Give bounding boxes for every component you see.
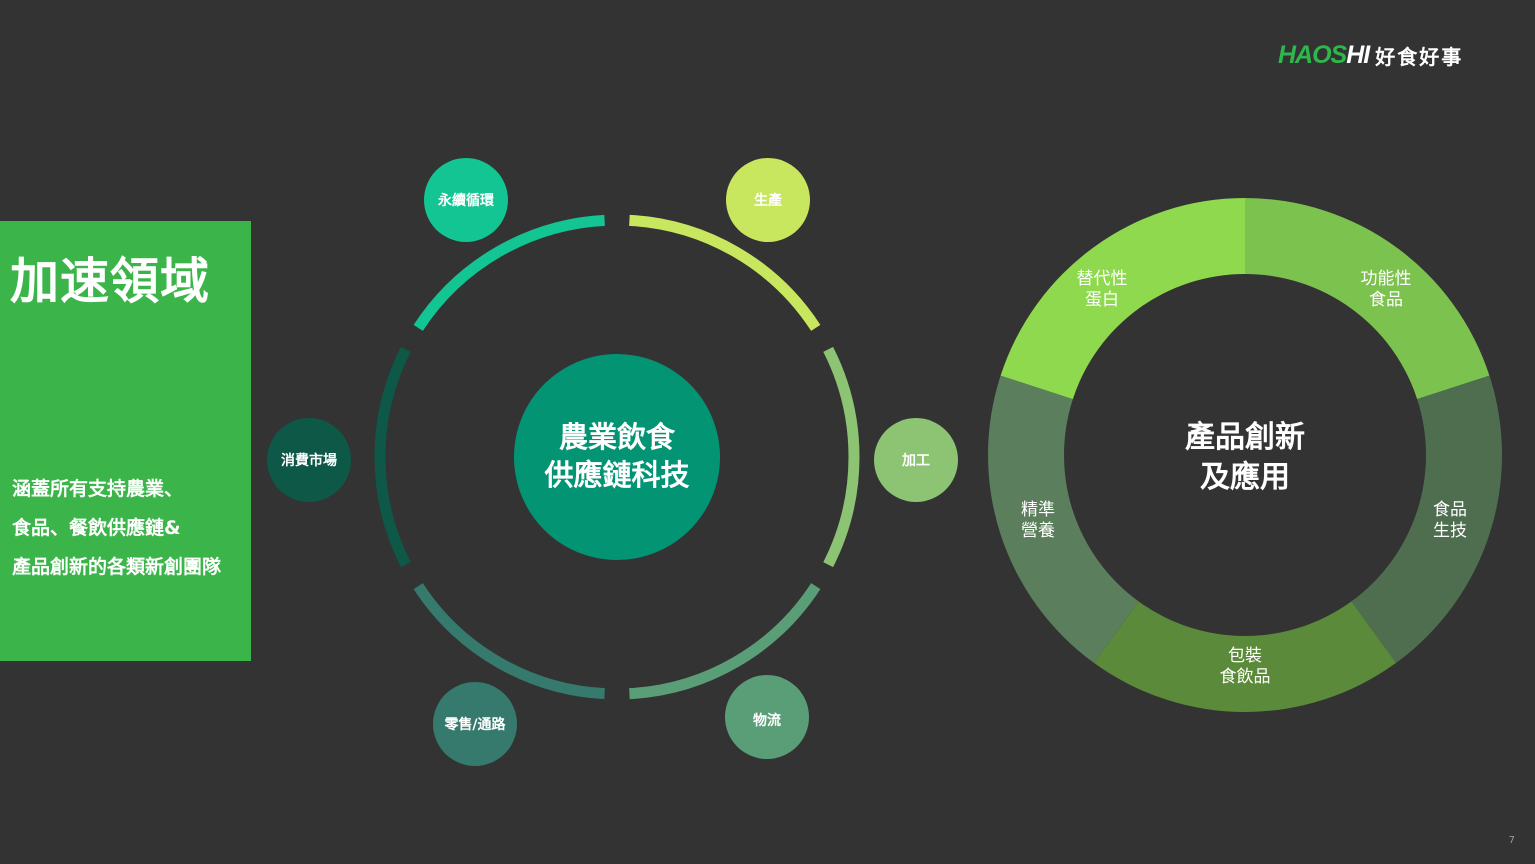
segment-label-functional-food: 功能性食品	[1360, 269, 1412, 310]
panel-desc-line: 食品、餐飲供應鏈&	[12, 517, 181, 539]
segment-label-food-biotech: 食品生技	[1433, 500, 1467, 541]
arc-retail	[413, 583, 605, 700]
node-label-consumer-market: 消費市場	[281, 453, 337, 469]
haoshi-logo: HAOSHI 好食好事	[1278, 40, 1463, 70]
node-label-sustainability: 永續循環	[438, 193, 494, 209]
cycle-center-label: 農業飲食 供應鏈科技	[544, 420, 690, 492]
segment-functional-food	[1245, 198, 1490, 400]
node-production	[726, 158, 810, 242]
node-label-retail: 零售/通路	[444, 717, 506, 733]
arc-sustainability	[413, 214, 605, 331]
logo-chinese: 好食好事	[1375, 44, 1464, 69]
arc-processing	[823, 346, 860, 568]
segment-label-precision-nutrition: 精準營養	[1021, 500, 1055, 541]
panel-desc-line: 涵蓋所有支持農業、	[12, 478, 184, 500]
segment-packaged-food	[1093, 601, 1397, 712]
segment-precision-nutrition	[988, 375, 1139, 663]
segment-alt-protein	[1000, 198, 1245, 400]
arc-production	[629, 214, 821, 331]
arc-consumer	[374, 346, 411, 568]
node-consumer-market	[267, 418, 351, 502]
focus-panel	[0, 221, 251, 661]
node-label-processing: 加工	[902, 453, 930, 469]
segment-label-packaged-food: 包裝食飲品	[1219, 646, 1271, 687]
segment-food-biotech	[1351, 375, 1503, 663]
donut-center-label: 產品創新 及應用	[1185, 420, 1305, 495]
segment-label-alt-protein: 替代性蛋白	[1076, 269, 1128, 310]
node-label-production: 生產	[754, 193, 782, 209]
node-logistics	[725, 675, 809, 759]
page-number: 7	[1508, 835, 1515, 846]
panel-description: 涵蓋所有支持農業、 食品、餐飲供應鏈& 產品創新的各類新創團隊	[12, 470, 257, 587]
node-label-logistics: 物流	[753, 713, 781, 729]
logo-wordmark: HAOSHI	[1278, 40, 1370, 69]
cycle-center-circle	[514, 354, 720, 560]
panel-title: 加速領域	[10, 253, 211, 310]
node-processing	[874, 418, 958, 502]
node-sustainability	[424, 158, 508, 242]
arc-logistics	[629, 583, 821, 700]
panel-desc-line: 產品創新的各類新創團隊	[12, 556, 222, 578]
node-retail	[433, 682, 517, 766]
